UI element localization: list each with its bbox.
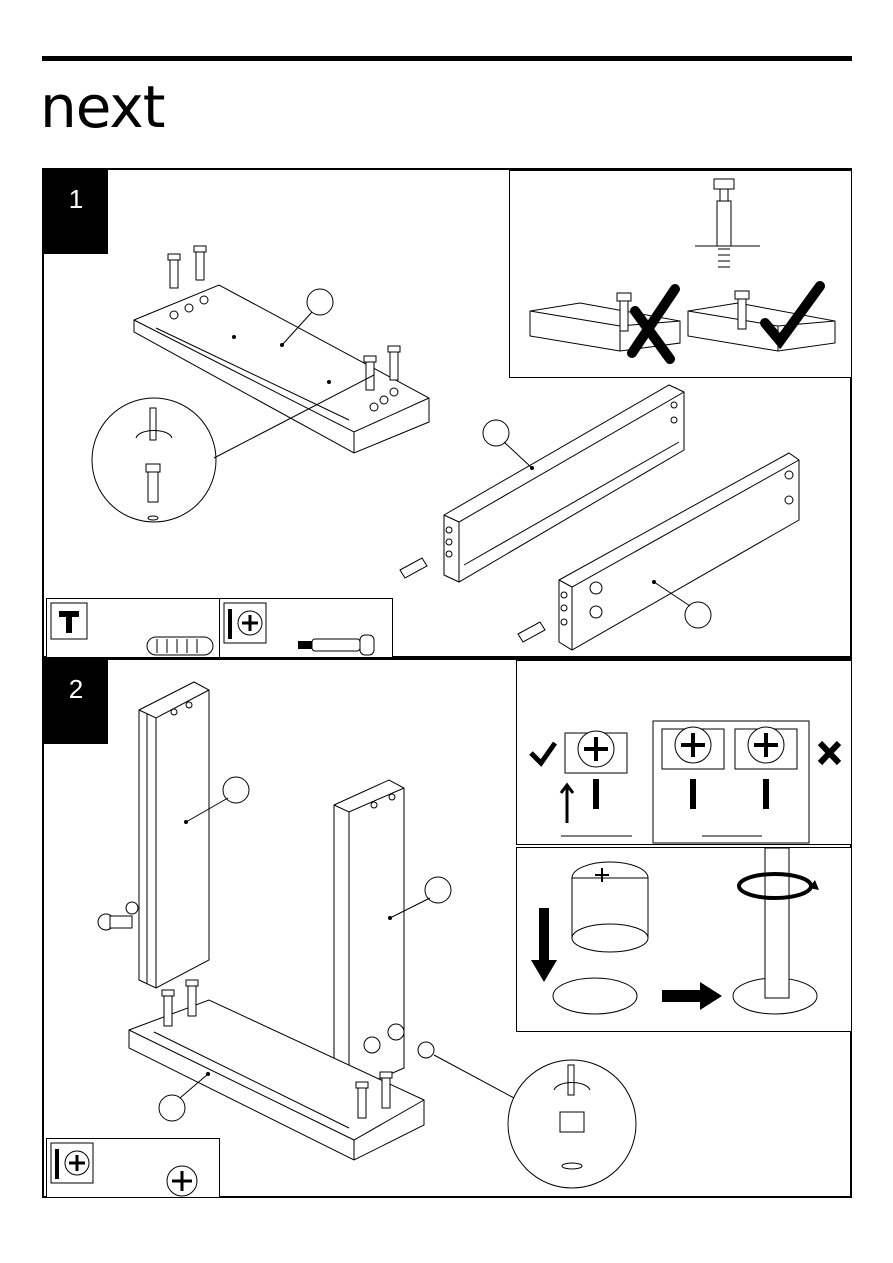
step-1-assembly-illustration — [44, 170, 854, 660]
hammer-dowel-illustration — [47, 599, 221, 659]
cam-lock-icon — [167, 1166, 197, 1196]
step-1-screwdriver-box — [219, 598, 393, 658]
step-2-assembly-illustration — [44, 660, 854, 1200]
step-2-tools-box — [46, 1138, 220, 1198]
cam-bolt-icon — [298, 635, 374, 655]
screwdriver-cambolt-illustration — [220, 599, 394, 659]
screwdriver-icon — [55, 1149, 59, 1179]
step-1-panel: 1 — [42, 168, 852, 658]
step-2-panel: 2 — [42, 658, 852, 1198]
header-rule — [42, 56, 852, 61]
phillips-head-icon — [238, 611, 262, 635]
phillips-head-icon — [65, 1151, 89, 1175]
screwdriver-icon — [228, 609, 232, 639]
screwdriver-camlock-illustration — [47, 1139, 221, 1199]
wooden-dowel-icon — [147, 637, 213, 655]
step-1-tools-box — [46, 598, 220, 658]
brand-logo: next — [40, 78, 165, 136]
